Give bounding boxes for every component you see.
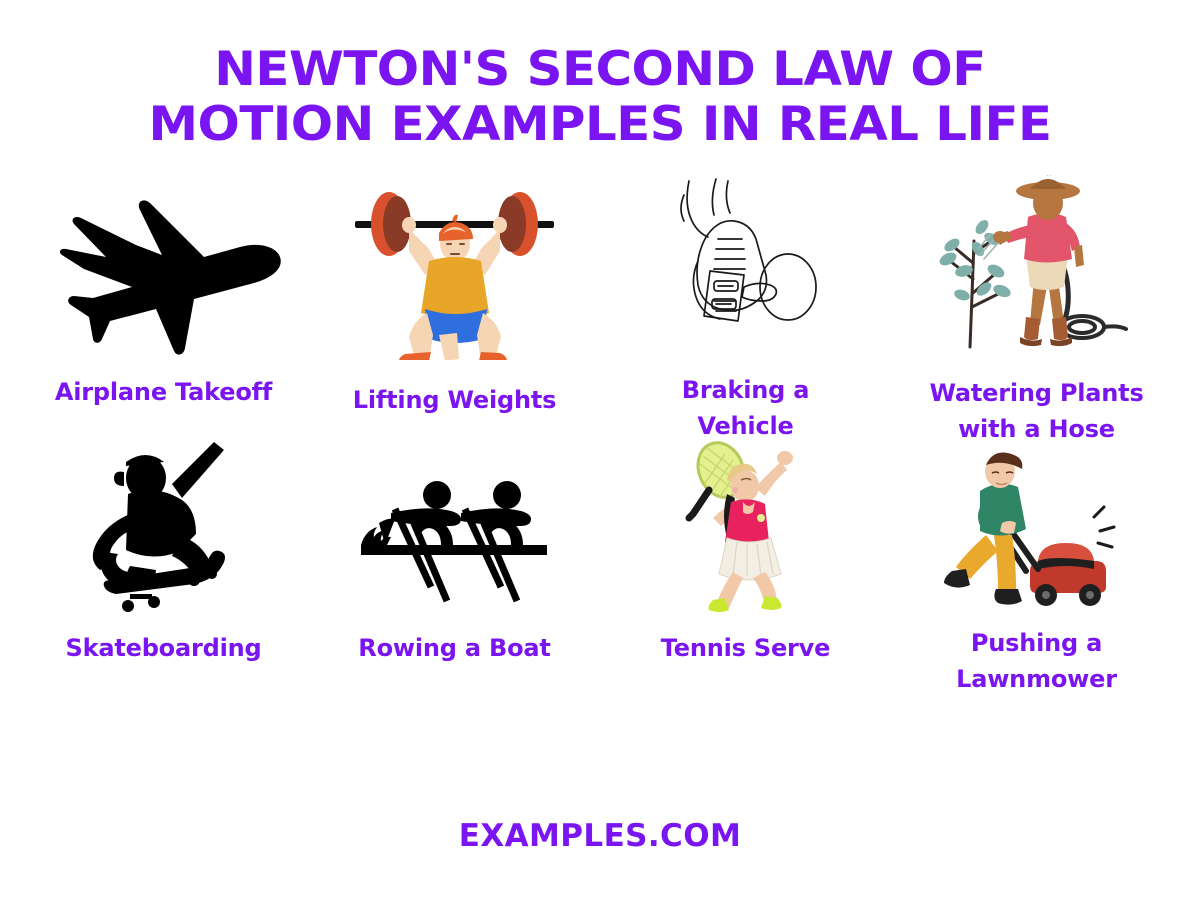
weightlifter-icon: [347, 175, 562, 360]
airplane-silhouette-icon: [44, 175, 284, 360]
example-item-skateboarding: Skateboarding: [18, 431, 309, 681]
brand-label: EXAMPLES.COM: [458, 818, 742, 854]
example-label-line2: Lawnmower: [956, 664, 1117, 693]
example-label: Skateboarding: [65, 633, 262, 662]
example-item-rowing-a-boat: Rowing a Boat: [309, 431, 600, 681]
foot-on-brake-pedal-icon: [656, 175, 836, 350]
examples-grid: Airplane Takeoff: [0, 174, 1200, 693]
footer: EXAMPLES.COM: [0, 818, 1200, 900]
tennis-player-serving-icon: [663, 431, 828, 616]
example-item-pushing-a-lawnmower: Pushing a Lawnmower: [891, 431, 1182, 693]
person-watering-plant-icon: [934, 174, 1139, 353]
example-label-line2: with a Hose: [958, 414, 1115, 443]
example-label-line1: Watering Plants: [929, 378, 1144, 407]
example-label: Braking a Vehicle: [681, 375, 810, 440]
example-label: Pushing a Lawnmower: [956, 625, 1117, 697]
rowing-pictogram-icon: [355, 431, 555, 616]
example-label: Tennis Serve: [660, 633, 831, 662]
example-item-braking-a-vehicle: Braking a Vehicle: [600, 175, 891, 440]
person-pushing-lawnmower-icon: [942, 431, 1132, 611]
example-label: Rowing a Boat: [358, 633, 551, 662]
title-line-2: MOTION EXAMPLES IN REAL LIFE: [148, 97, 1052, 153]
example-label: Watering Plants with a Hose: [929, 375, 1143, 447]
example-item-lifting-weights: Lifting Weights: [309, 175, 600, 425]
example-item-tennis-serve: Tennis Serve: [600, 431, 891, 681]
example-item-watering-plants: Watering Plants with a Hose: [891, 174, 1182, 443]
example-label: Airplane Takeoff: [54, 377, 273, 406]
page-title: NEWTON'S SECOND LAW OF MOTION EXAMPLES I…: [0, 0, 1200, 153]
example-label: Lifting Weights: [352, 385, 557, 414]
skateboarder-silhouette-icon: [64, 431, 264, 616]
title-line-1: NEWTON'S SECOND LAW OF: [214, 42, 986, 97]
example-item-airplane-takeoff: Airplane Takeoff: [18, 175, 309, 425]
example-label-line1: Pushing a: [970, 628, 1103, 657]
